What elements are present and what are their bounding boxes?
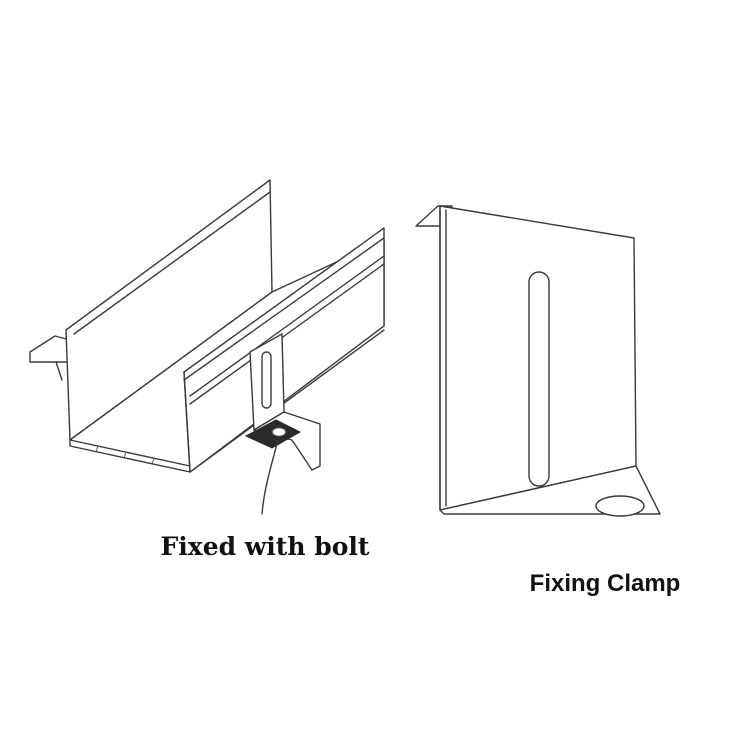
- clamp-slot: [261, 351, 272, 409]
- front-wall-lip-1: [183, 237, 385, 381]
- fixing-clamp-closeup-drawing: [415, 205, 661, 517]
- bolt-hole: [271, 426, 287, 438]
- front-wall-lip-2: [189, 255, 385, 397]
- left-tab-edge: [55, 361, 63, 381]
- clamp-elongated-slot: [528, 271, 550, 487]
- caption-fixing-clamp: Fixing Clamp: [529, 570, 681, 597]
- leader-line: [261, 439, 279, 515]
- back-wall-lip: [73, 191, 271, 335]
- clamp-foot-hole: [595, 495, 645, 517]
- caption-fixed-with-bolt: Fixed with bolt: [160, 532, 370, 561]
- front-wall-lip-3: [189, 263, 385, 405]
- channel-bottom-edge: [69, 329, 385, 473]
- channel-with-bolted-clamp-drawing: [29, 179, 385, 515]
- left-tab: [29, 335, 71, 363]
